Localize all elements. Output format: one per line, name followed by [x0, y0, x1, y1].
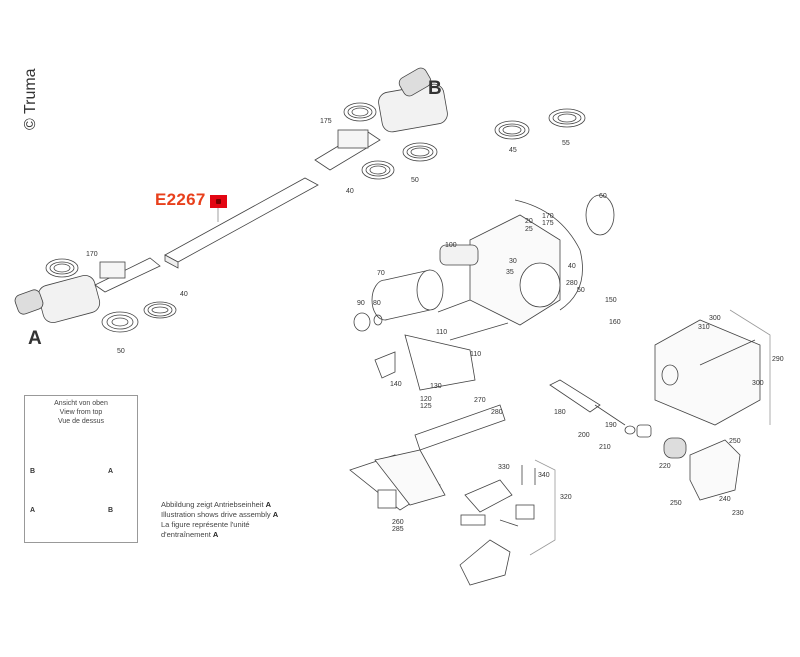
part-label: 300	[709, 315, 721, 322]
caption-line-fr-2: d'entraînement	[161, 530, 211, 539]
part-label: 170	[86, 251, 98, 258]
part-label: 280	[491, 409, 503, 416]
view-from-top-inset: Ansicht von oben View from top Vue de de…	[24, 395, 138, 543]
inset-marker: B	[108, 507, 114, 514]
part-label: 130	[430, 383, 442, 390]
part-label: 210	[599, 444, 611, 451]
cables-45-55	[494, 108, 586, 140]
part-label: 150	[605, 297, 617, 304]
assembly-b-label: B	[428, 78, 442, 99]
part-label: 310	[698, 324, 710, 331]
part-label: 190	[605, 422, 617, 429]
highlighted-part-code[interactable]: E2267	[155, 190, 206, 209]
part-label: 250	[670, 500, 682, 507]
part-label: 110	[470, 351, 482, 358]
part-label: 25	[525, 226, 533, 233]
part-label: 50	[577, 287, 585, 294]
mounting-frame	[349, 404, 506, 511]
part-label: 175	[320, 118, 332, 125]
part-label: 290	[772, 356, 784, 363]
part-label: 110	[436, 329, 448, 336]
spindle-assembly	[549, 379, 741, 501]
part-label: 20	[525, 218, 533, 225]
part-label: 175	[542, 220, 554, 227]
part-label: 40	[568, 263, 576, 270]
part-label: 45	[509, 147, 517, 154]
inset-marker: A	[30, 507, 36, 514]
part-label: 250	[729, 438, 741, 445]
drive-unit-b	[314, 67, 448, 180]
drive-unit-a	[14, 257, 177, 333]
roller-assembly	[353, 269, 444, 332]
illustration-caption: Abbildung zeigt Antriebseinheit A Illust…	[161, 500, 278, 540]
part-label: 280	[566, 280, 578, 287]
part-label: 300	[752, 380, 764, 387]
bracket-120	[374, 299, 509, 391]
part-label: 30	[509, 258, 517, 265]
part-label: 40	[180, 291, 188, 298]
part-label: 340	[538, 472, 550, 479]
part-label: 70	[377, 270, 385, 277]
inset-marker: B	[30, 468, 36, 475]
part-label: 80	[373, 300, 381, 307]
motor-housing	[439, 194, 615, 326]
part-label: 285	[392, 526, 404, 533]
part-label: 230	[732, 510, 744, 517]
caption-line-de: Abbildung zeigt Antriebseinheit	[161, 500, 264, 509]
inset-marker: A	[108, 468, 114, 475]
part-label: 60	[599, 193, 607, 200]
inset-title-de: Ansicht von oben	[54, 400, 108, 407]
cover-290	[654, 309, 771, 426]
highlighted-part-marker[interactable]	[210, 195, 227, 208]
inset-title-fr: Vue de dessus	[57, 418, 105, 425]
part-label: 35	[506, 269, 514, 276]
part-label: 125	[420, 403, 432, 410]
part-label: 240	[719, 496, 731, 503]
part-label: 50	[117, 348, 125, 355]
caption-assembly: A	[265, 500, 272, 509]
part-label: 260	[392, 519, 404, 526]
caption-line-en: Illustration shows drive assembly	[161, 510, 271, 519]
inset-title-en: View from top	[59, 409, 103, 416]
part-label: 140	[390, 381, 402, 388]
part-label: 170	[542, 213, 554, 220]
caption-line-fr: La figure représente l'unité	[161, 520, 250, 529]
part-label: 320	[560, 494, 572, 501]
part-label: 330	[498, 464, 510, 471]
part-label: 200	[578, 432, 590, 439]
part-label: 180	[554, 409, 566, 416]
part-label: 90	[357, 300, 365, 307]
part-label: 50	[411, 177, 419, 184]
part-label: 55	[562, 140, 570, 147]
part-label: 220	[659, 463, 671, 470]
part-label: 160	[609, 319, 621, 326]
part-label: 120	[420, 396, 432, 403]
caption-assembly: A	[212, 530, 219, 539]
caption-assembly: A	[272, 510, 279, 519]
part-label: 40	[346, 188, 354, 195]
assembly-a-label: A	[28, 328, 42, 349]
part-label: 100	[445, 242, 457, 249]
clamp-320	[459, 459, 556, 586]
part-label: 270	[474, 397, 486, 404]
drive-rod	[164, 177, 319, 269]
